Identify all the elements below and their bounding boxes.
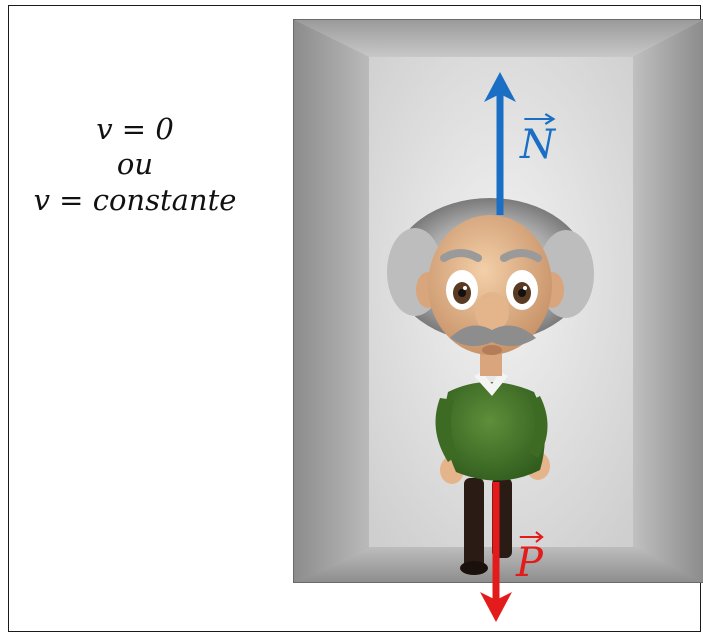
motion-conditions: v = 0 ou v = constante — [10, 112, 260, 218]
character-figure — [387, 198, 594, 575]
weight-force-symbol: P — [516, 540, 543, 586]
normal-force-label: N — [520, 113, 556, 168]
condition-or: ou — [116, 147, 154, 182]
condition-velocity-zero: v = 0 — [96, 112, 174, 146]
vector-arrow-icon — [519, 531, 544, 543]
condition-velocity-constant: v = constante — [33, 182, 237, 217]
weight-force-label: P — [516, 531, 544, 586]
vector-arrow-icon — [524, 113, 556, 125]
normal-force-symbol: N — [520, 122, 555, 168]
normal-force-vector — [484, 72, 516, 215]
weight-force-vector — [480, 482, 512, 622]
